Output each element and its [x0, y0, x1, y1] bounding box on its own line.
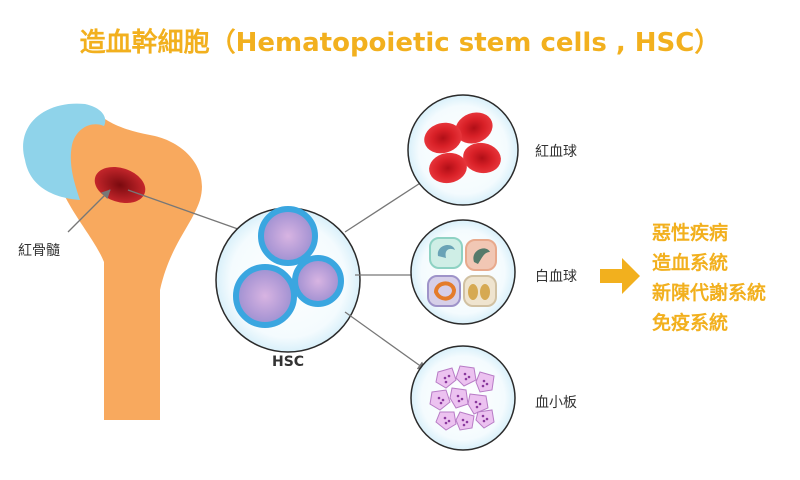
hsc-to-rbc-arrow [344, 177, 429, 233]
platelet-cell [475, 371, 495, 393]
platelet-cell [435, 411, 457, 431]
hsc-label: HSC [272, 354, 305, 370]
outcome-item: 新陳代謝系統 [652, 282, 767, 304]
platelet-cell [429, 389, 451, 411]
marrow-label: 紅骨髓 [18, 243, 60, 259]
femur-shaft [48, 110, 202, 420]
rbc-label: 紅血球 [535, 144, 577, 160]
hsc-circle [215, 206, 361, 353]
wbc-cell-monocyte [429, 237, 463, 269]
platelet-cell [455, 365, 477, 387]
outcome-item: 惡性疾病 [652, 222, 729, 244]
rbc-cell [429, 152, 467, 184]
femur-bone-illustration [23, 103, 202, 420]
hsc-cell [292, 255, 344, 307]
marrow-to-hsc-arrow [127, 189, 253, 236]
marrow-pointer-arrow [67, 189, 111, 233]
hsc-to-platelet-arrow [344, 311, 427, 371]
rbc-cell [424, 122, 462, 154]
platelet-circle [410, 345, 516, 451]
wbc-circle [410, 219, 516, 325]
rbc-circle [407, 94, 519, 206]
femur-cartilage-head [23, 103, 106, 200]
platelet-cell [475, 409, 495, 429]
hsc-cell [233, 264, 297, 328]
platelet-cell [455, 411, 475, 431]
wbc-label: 白血球 [535, 269, 577, 285]
rbc-cell [463, 142, 501, 174]
outcome-item: 免疫系統 [652, 312, 729, 334]
platelet-cell [467, 393, 489, 415]
outcome-item: 造血系統 [652, 252, 729, 274]
page-title: 造血幹細胞（Hematopoietic stem cells , HSC） [79, 28, 721, 58]
outcome-list: 惡性疾病 造血系統 新陳代謝系統 免疫系統 [652, 218, 766, 338]
platelet-label: 血小板 [535, 395, 577, 411]
platelet-cell [449, 387, 469, 409]
rbc-cell [455, 112, 493, 144]
hsc-cell [258, 206, 318, 266]
right-arrow-icon [600, 258, 640, 294]
